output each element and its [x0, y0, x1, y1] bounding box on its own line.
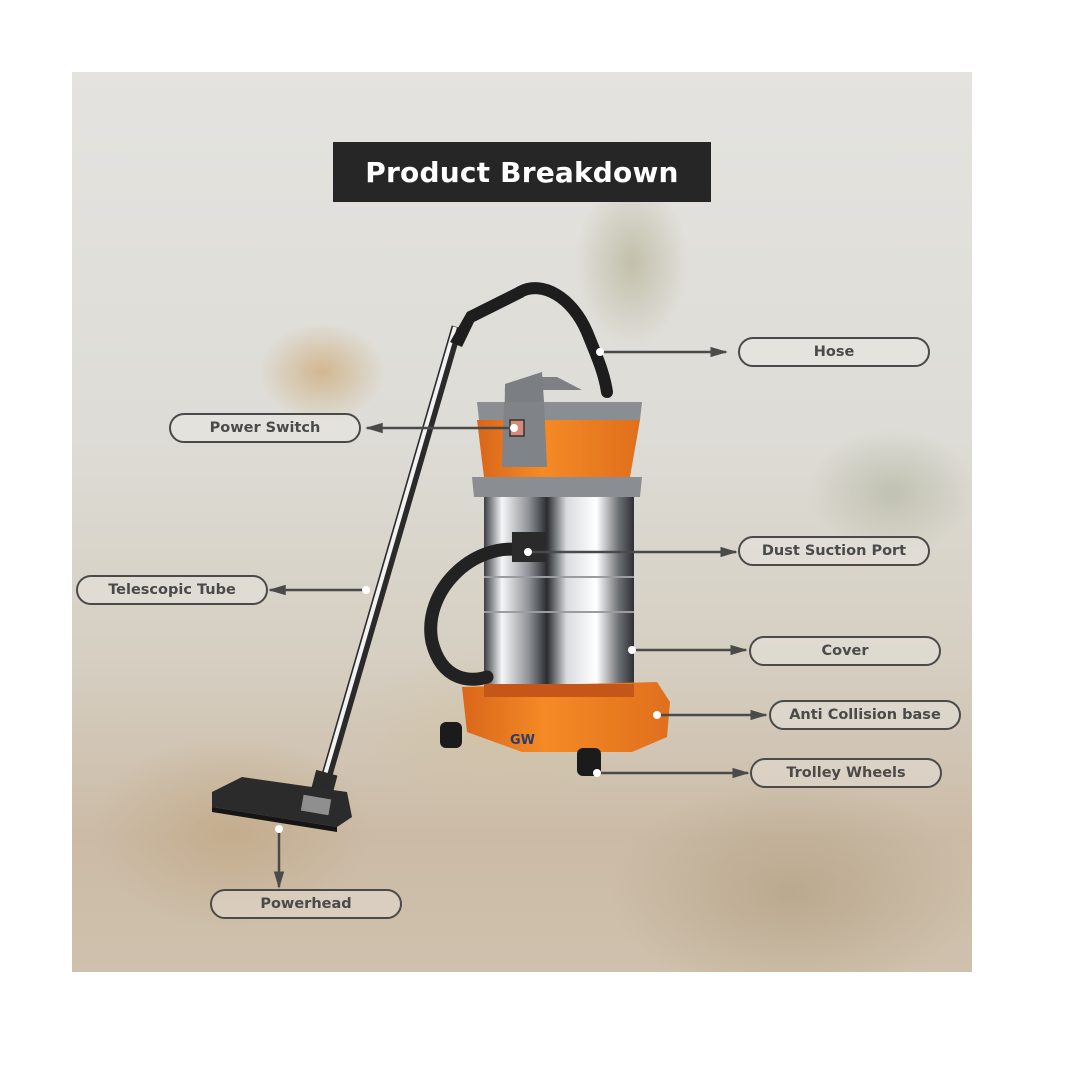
pointer-dots	[275, 348, 661, 833]
powerhead-part	[212, 769, 352, 832]
label-text: Powerhead	[260, 896, 352, 912]
label-text: Cover	[821, 643, 869, 659]
label-power-switch: Power Switch	[169, 413, 361, 443]
label-text: Hose	[813, 344, 855, 360]
steel-tank	[484, 497, 634, 692]
brand-logo: GW	[510, 733, 535, 748]
label-text: Dust Suction Port	[761, 543, 907, 559]
label-text: Telescopic Tube	[108, 582, 236, 598]
trolley-wheels-part	[440, 722, 601, 776]
title-banner: Product Breakdown	[333, 142, 711, 202]
vacuum-head	[472, 372, 642, 497]
product-infographic: GW Product Break	[72, 72, 972, 972]
label-anti-collision-base: Anti Collision base	[769, 700, 961, 730]
label-text: Power Switch	[209, 420, 321, 436]
label-powerhead: Powerhead	[210, 889, 402, 919]
anti-collision-base-part: GW	[462, 682, 670, 752]
label-trolley-wheels: Trolley Wheels	[750, 758, 942, 788]
label-text: Anti Collision base	[789, 707, 941, 723]
label-cover: Cover	[749, 636, 941, 666]
page-title: Product Breakdown	[365, 155, 679, 189]
label-hose: Hose	[738, 337, 930, 367]
telescopic-tube-part	[316, 287, 524, 794]
label-telescopic-tube: Telescopic Tube	[76, 575, 268, 605]
vacuum-cleaner-illustration: GW	[212, 282, 768, 889]
label-text: Trolley Wheels	[786, 765, 906, 781]
label-dust-suction-port: Dust Suction Port	[738, 536, 930, 566]
pointer-lines	[268, 346, 768, 889]
